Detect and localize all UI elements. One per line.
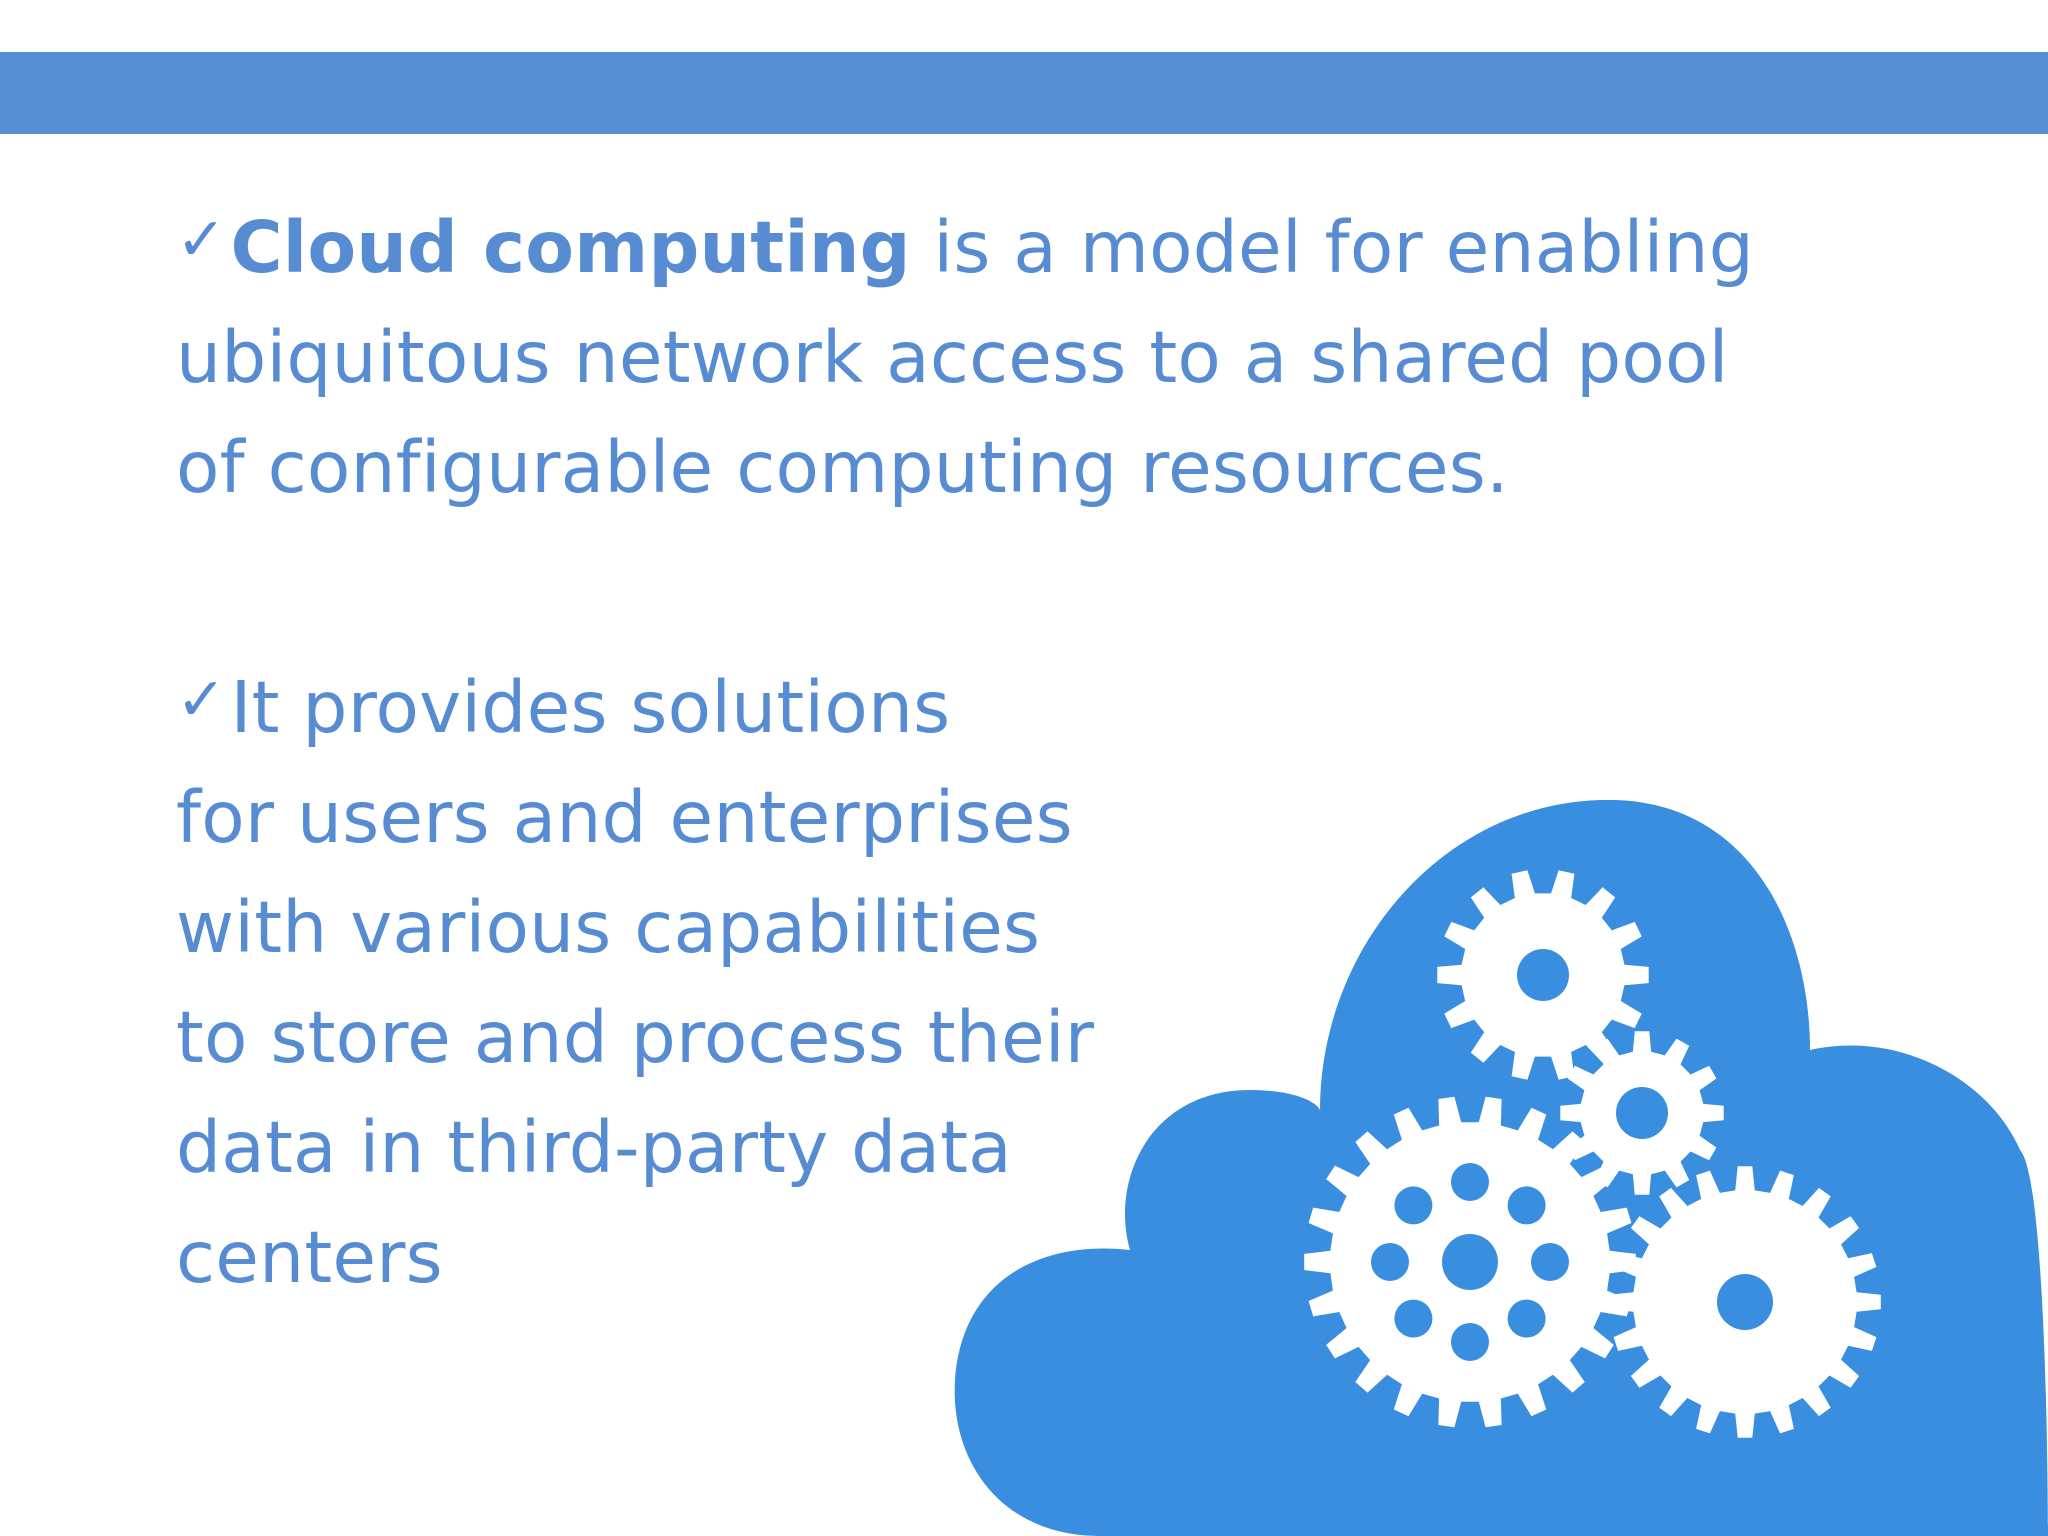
cloud-gears-icon xyxy=(954,800,2048,1536)
gear-hole xyxy=(1507,1186,1546,1225)
gear-hole xyxy=(1507,1299,1546,1338)
bold-term: Cloud computing xyxy=(230,206,911,289)
bullet-cloud-definition: ✓Cloud computing is a model for enabling… xyxy=(176,185,1754,523)
bullet-text: is a model for enabling xyxy=(910,206,1755,289)
gear-hole xyxy=(1517,949,1569,1001)
gear-hole xyxy=(1451,1163,1489,1201)
bullet-cloud-solutions: ✓It provides solutions for users and ent… xyxy=(176,645,1094,1313)
title-band xyxy=(0,52,2048,134)
gears-icon xyxy=(1304,870,1881,1438)
bullet-line: to store and process their xyxy=(176,996,1095,1079)
gear-hole xyxy=(1442,1234,1498,1290)
gear-hole xyxy=(1616,1087,1668,1139)
gear-hole xyxy=(1394,1299,1433,1338)
gear-hole xyxy=(1451,1323,1489,1361)
gear-hole xyxy=(1371,1243,1409,1281)
gear-hole xyxy=(1531,1243,1569,1281)
bullet-line: centers xyxy=(176,1216,443,1299)
bullet-line: of configurable computing resources. xyxy=(176,426,1509,509)
bullet-line: ✓Cloud computing is a model for enabling xyxy=(176,185,1754,303)
check-icon: ✓ xyxy=(176,205,227,275)
gear-hole xyxy=(1394,1186,1433,1225)
bullet-text: It provides solutions xyxy=(230,666,951,749)
check-icon: ✓ xyxy=(176,665,227,735)
bullet-line: ✓It provides solutions xyxy=(176,645,1094,763)
gear-hole xyxy=(1717,1274,1773,1330)
bullet-line: data in third-party data xyxy=(176,1106,1012,1189)
bullet-line: with various capabilities xyxy=(176,886,1041,969)
bullet-line: ubiquitous network access to a shared po… xyxy=(176,316,1729,399)
bullet-line: for users and enterprises xyxy=(176,776,1073,859)
